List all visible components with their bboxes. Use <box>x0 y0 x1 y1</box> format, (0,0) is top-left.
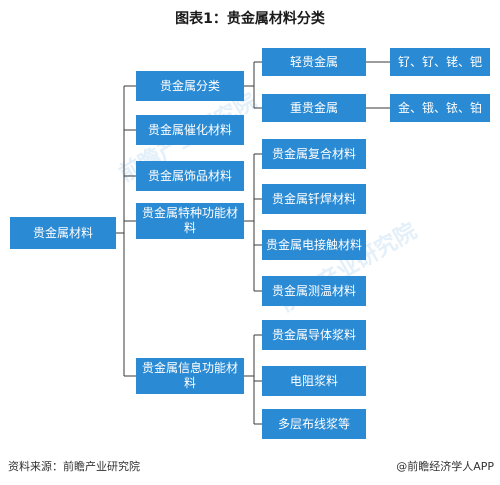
node-root: 贵金属材料 <box>10 217 116 249</box>
diagram-title: 图表1：贵金属材料分类 <box>175 11 325 27</box>
node-daoti: 贵金属导体浆料 <box>262 320 366 350</box>
brand-note: @前瞻经济学人APP <box>396 460 494 473</box>
node-qing-list: 钌、钌、铑、钯 <box>390 48 490 76</box>
node-duoceng: 多层布线浆等 <box>262 409 366 439</box>
node-dianzu: 电阻浆料 <box>262 366 366 396</box>
node-zhong: 重贵金属 <box>262 94 366 122</box>
node-xinxi: 贵金属信息功能材料 <box>136 358 244 394</box>
node-qing: 轻贵金属 <box>262 48 366 76</box>
node-shipin: 贵金属饰品材料 <box>136 161 244 191</box>
node-tezhong: 贵金属特种功能材料 <box>136 203 244 239</box>
node-hanliao: 贵金属钎焊材料 <box>262 184 366 214</box>
node-dianjiechu: 贵金属电接触材料 <box>262 230 366 260</box>
node-cuihua: 贵金属催化材料 <box>136 115 244 145</box>
node-zhong-list: 金、锇、铱、铂 <box>390 94 490 122</box>
node-fuhe: 贵金属复合材料 <box>262 139 366 169</box>
node-fenlei: 贵金属分类 <box>136 71 244 101</box>
source-note: 资料来源：前瞻产业研究院 <box>8 460 140 473</box>
node-cewen: 贵金属测温材料 <box>262 276 366 306</box>
